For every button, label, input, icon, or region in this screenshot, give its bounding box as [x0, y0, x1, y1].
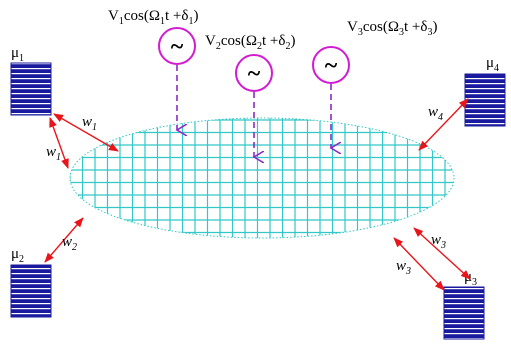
coupling-arrows	[44, 98, 471, 291]
coupling-label-w3b: w3	[396, 258, 411, 277]
ac-source-3-symbol: ~	[325, 53, 338, 79]
reservoir-mu2-box	[10, 264, 52, 318]
scattering-region	[69, 117, 455, 239]
scattering-region-outline	[69, 117, 455, 239]
coupling-arrow-w3b	[393, 237, 445, 291]
coupling-arrow-w3a	[413, 227, 471, 280]
ac-source-1: ~ V1cos(Ω1t +δ1)	[108, 8, 198, 130]
ac-source-2-label: V2cos(Ω2t +δ2)	[205, 33, 295, 52]
ac-source-2: ~ V2cos(Ω2t +δ2)	[205, 33, 295, 157]
ac-source-1-circle	[158, 27, 196, 65]
ac-source-2-circle	[235, 54, 273, 92]
coupling-label-w2: w2	[62, 234, 77, 253]
scattering-region-grid	[70, 118, 454, 238]
reservoir-mu2: μ2	[10, 246, 52, 318]
ac-source-3-circle	[312, 46, 350, 84]
coupling-label-w1a: w1	[82, 114, 97, 133]
ac-source-1-symbol: ~	[171, 34, 184, 60]
reservoir-mu3-box	[443, 286, 485, 340]
reservoir-mu3: μ3	[443, 269, 485, 340]
coupling-label-w1b: w1	[46, 144, 61, 163]
reservoir-mu4-box	[464, 73, 506, 127]
reservoir-mu4-label: μ4	[486, 55, 499, 74]
coupling-labels: w1 w1 w2 w3 w3 w4	[46, 104, 446, 277]
ac-source-1-label: V1cos(Ω1t +δ1)	[108, 8, 198, 27]
reservoir-mu1: μ1	[10, 45, 52, 116]
coupling-label-w4: w4	[428, 104, 443, 123]
reservoir-mu1-label: μ1	[11, 45, 24, 64]
reservoir-mu1-box	[10, 62, 52, 116]
ac-source-3: ~ V3cos(Ω3t +δ3)	[312, 19, 437, 148]
ac-source-2-symbol: ~	[248, 61, 261, 87]
coupling-arrow-w1b	[49, 117, 69, 169]
reservoir-mu2-label: μ2	[11, 246, 24, 265]
ac-source-3-label: V3cos(Ω3t +δ3)	[347, 19, 437, 38]
reservoir-mu4: μ4	[464, 55, 506, 127]
reservoir-mu3-label: μ3	[464, 269, 477, 288]
coupling-label-w3a: w3	[431, 232, 446, 251]
coupling-arrow-w4	[418, 98, 469, 151]
coupling-arrow-w2	[44, 217, 84, 263]
